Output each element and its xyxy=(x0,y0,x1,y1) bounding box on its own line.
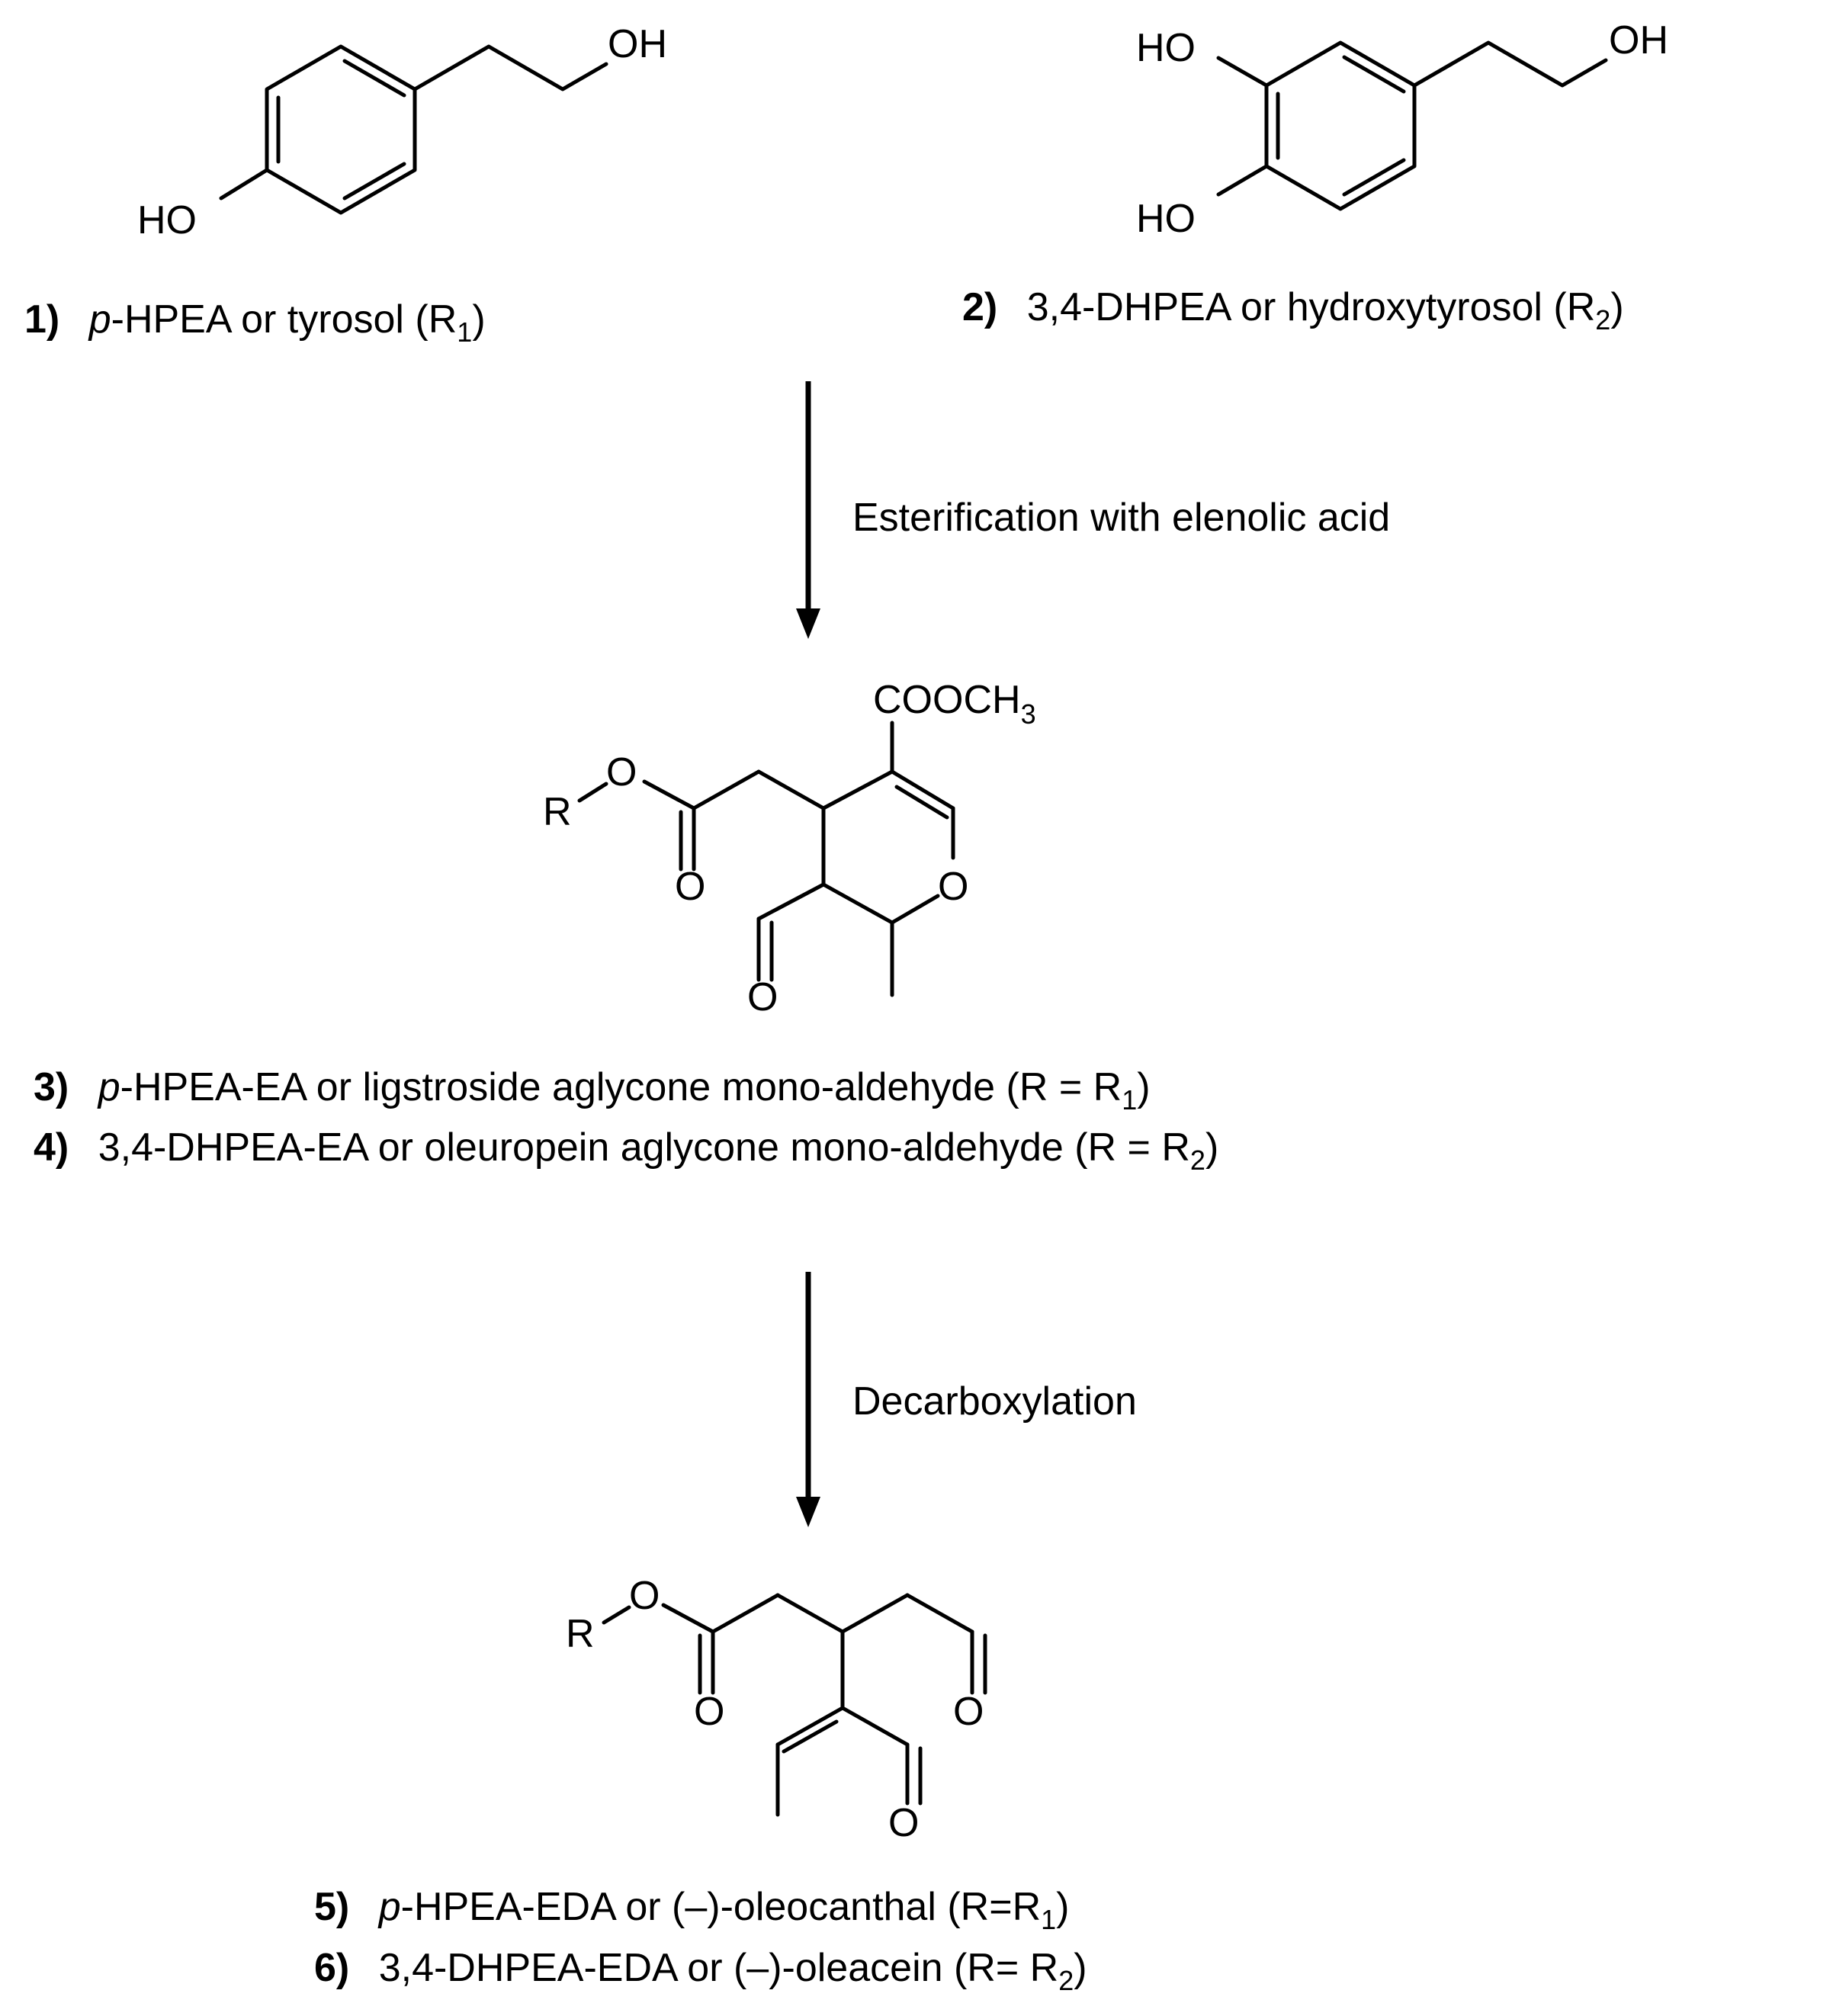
r-group-label: R xyxy=(566,1612,595,1656)
tyrosol-structure: OH HO xyxy=(137,22,667,242)
compound-6-label: 6) 3,4-DHPEA-EDA or (–)-oleacein (R= R2) xyxy=(314,1946,1087,1996)
step-decarboxylation: Decarboxylation xyxy=(852,1379,1137,1424)
hydroxyl-label: OH xyxy=(1609,18,1668,63)
carbonyl-oxygen-label: O xyxy=(675,865,705,909)
r-group-label: R xyxy=(543,790,572,834)
reaction-arrow-2 xyxy=(796,1272,820,1527)
aldehyde-oxygen-label: O xyxy=(888,1801,919,1845)
aldehyde-oxygen-label: O xyxy=(747,975,778,1019)
ester-oxygen-label: O xyxy=(606,750,637,795)
ester-label: COOCH3 xyxy=(873,678,1036,730)
compound-1-label: 1) p-HPEA or tyrosol (R1) xyxy=(24,297,486,348)
step-esterification: Esterification with elenolic acid xyxy=(852,496,1390,540)
hydroxyl-label: HO xyxy=(137,198,197,242)
aglycone-structure: COOCH3 O R O O O xyxy=(543,678,1036,1019)
hydroxytyrosol-structure: OH HO HO xyxy=(1136,18,1668,241)
hydroxyl-label: HO xyxy=(1136,26,1196,70)
compound-5-label: 5) p-HPEA-EDA or (–)-oleocanthal (R=R1) xyxy=(314,1885,1070,1935)
dialdehyde-structure: O R O O O xyxy=(566,1574,987,1845)
ring-oxygen-label: O xyxy=(938,865,968,909)
compound-2-label: 2) 3,4-DHPEA or hydroxytyrosol (R2) xyxy=(962,285,1624,335)
aldehyde-oxygen-label: O xyxy=(953,1690,984,1734)
compound-3-label: 3) p-HPEA-EA or ligstroside aglycone mon… xyxy=(34,1065,1151,1116)
reaction-arrow-1 xyxy=(796,381,820,639)
compound-4-label: 4) 3,4-DHPEA-EA or oleuropein aglycone m… xyxy=(34,1125,1218,1176)
hydroxyl-label: HO xyxy=(1136,197,1196,241)
hydroxyl-label: OH xyxy=(608,22,667,66)
ester-oxygen-label: O xyxy=(629,1574,660,1618)
carbonyl-oxygen-label: O xyxy=(694,1690,724,1734)
